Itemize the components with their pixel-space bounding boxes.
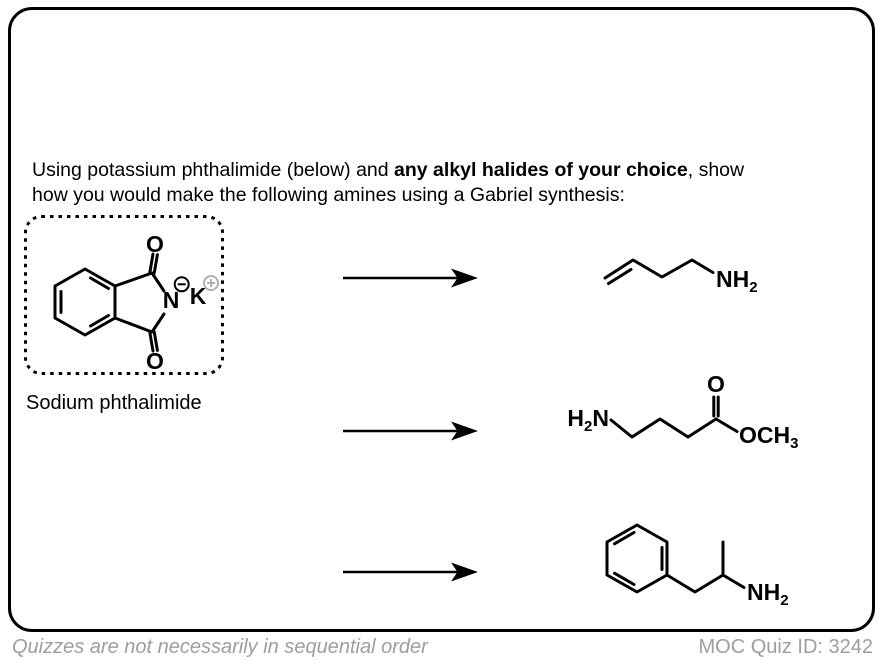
- carbon-chain: [603, 258, 715, 280]
- aromatic-double-bond: [613, 571, 636, 586]
- oxygen-label-top: O: [146, 231, 164, 257]
- carbon-chain: [665, 540, 725, 594]
- reaction-arrow-3: [343, 562, 478, 582]
- molecule-methyl-4-aminobutanoate: H2N O OCH3: [567, 371, 798, 452]
- methyl-ester-label: OCH3: [739, 422, 798, 452]
- question-line-1-bold: any alkyl halides of your choice: [394, 159, 688, 181]
- question-line-1: Using potassium phthalimide (below) and …: [32, 158, 862, 183]
- carbonyl-oxygen-label: O: [707, 371, 725, 397]
- ester-bond: [714, 417, 739, 433]
- quiz-border: [8, 7, 875, 632]
- molecule-amphetamine: NH2: [605, 523, 789, 609]
- amine-bond: [721, 573, 746, 589]
- footer-note: Quizzes are not necessarily in sequentia…: [12, 636, 428, 658]
- potassium-label: K: [190, 283, 207, 309]
- benzene-ring: [53, 267, 117, 337]
- amine-label: H2N: [567, 405, 609, 435]
- quiz-id: MOC Quiz ID: 3242: [698, 636, 873, 658]
- benzene-ring: [605, 523, 669, 594]
- positive-charge-icon: [203, 275, 219, 291]
- reaction-arrow-2: [343, 421, 478, 441]
- reagent-caption: Sodium phthalimide: [26, 392, 202, 414]
- arrowhead-icon: [451, 268, 478, 288]
- question-line-2: how you would make the following amines …: [32, 184, 625, 206]
- molecule-but-3-enylamine: NH2: [603, 258, 758, 296]
- carbonyl-double-bond: [152, 330, 159, 352]
- nitrogen-label: N: [163, 287, 180, 313]
- carbonyl-double-bond: [152, 253, 159, 275]
- aromatic-double-bond: [89, 276, 110, 290]
- alkene-double-bond: [607, 268, 633, 285]
- amine-label: NH2: [747, 579, 789, 609]
- question-text: Using potassium phthalimide (below) and …: [32, 158, 862, 208]
- negative-charge-icon: [173, 276, 190, 293]
- carbonyl-double-bond: [148, 330, 155, 353]
- aromatic-double-bond: [89, 314, 110, 328]
- carbonyl-double-bond: [148, 252, 155, 275]
- arrowhead-icon: [451, 421, 478, 441]
- imide-ring-top-bond: [113, 271, 166, 293]
- question-line-1-tail: , show: [687, 159, 745, 181]
- question-line-1-regular: Using potassium phthalimide (below) and: [32, 159, 395, 181]
- reaction-arrow-1: [343, 268, 478, 288]
- oxygen-label-bottom: O: [146, 348, 164, 374]
- amine-label: NH2: [716, 266, 758, 296]
- aromatic-double-bond: [613, 531, 636, 546]
- arrowhead-icon: [451, 562, 478, 582]
- molecule-potassium-phthalimide: O O N K: [53, 231, 219, 374]
- imide-ring-bottom-bond: [113, 312, 166, 334]
- carbon-chain: [609, 417, 718, 439]
